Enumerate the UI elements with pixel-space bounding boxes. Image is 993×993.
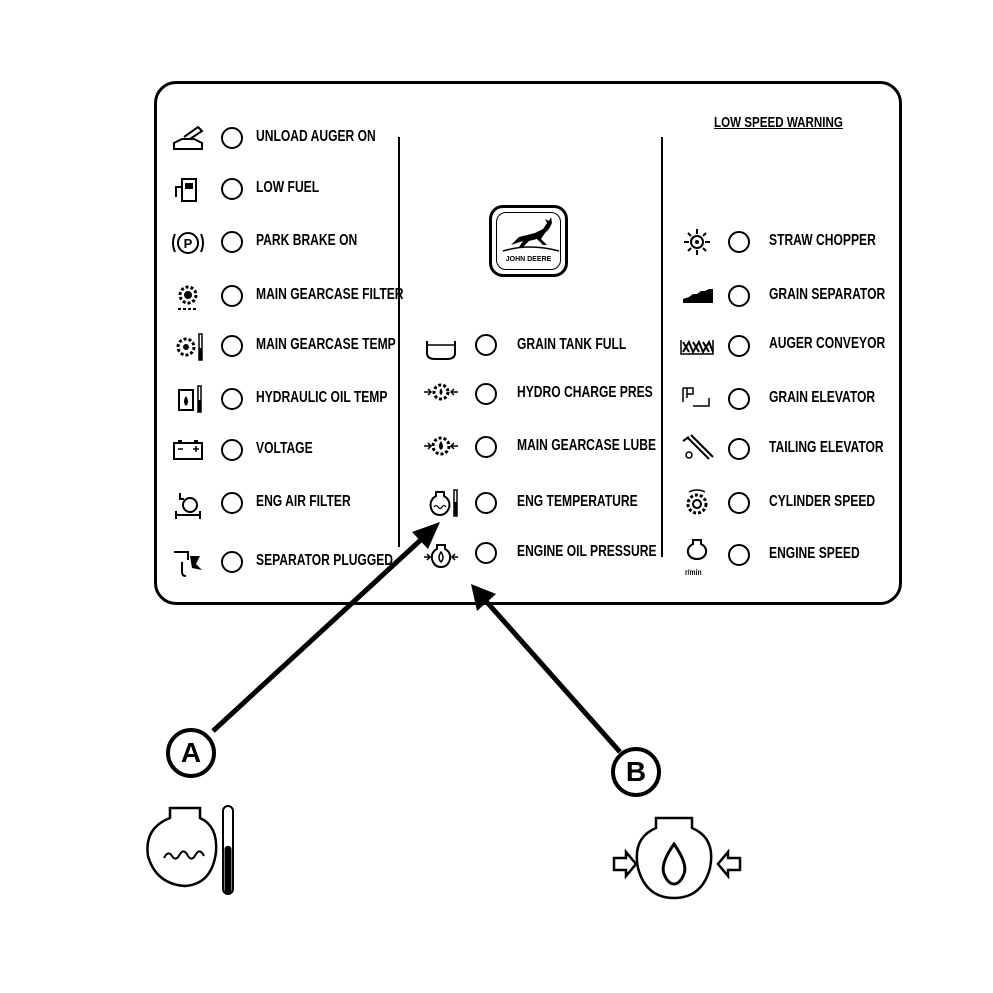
tailing-elevator-label: TAILING ELEVATOR <box>769 439 884 456</box>
air-filter-lamp <box>221 492 243 514</box>
engine-speed-icon <box>679 538 715 568</box>
tailing-elevator-lamp <box>728 438 750 460</box>
hydraulic-oil-temp-lamp <box>221 388 243 410</box>
callout-b: B <box>611 747 661 797</box>
engine-oil-pressure-lamp <box>475 542 497 564</box>
auger-conveyor-lamp <box>728 335 750 357</box>
voltage-label: VOLTAGE <box>256 440 313 457</box>
air-filter-label: ENG AIR FILTER <box>256 493 351 510</box>
cylinder-speed-label: CYLINDER SPEED <box>769 493 876 510</box>
hydro-charge-lamp <box>475 383 497 405</box>
hydro-charge-label: HYDRO CHARGE PRES <box>517 384 653 401</box>
auger-conveyor-icon <box>679 332 715 362</box>
unload-auger-label: UNLOAD AUGER ON <box>256 128 376 145</box>
tailing-elevator-icon <box>679 433 715 463</box>
engine-temperature-icon <box>423 488 459 518</box>
low-speed-warning-header: LOW SPEED WARNING <box>714 115 843 131</box>
battery-icon <box>170 435 206 465</box>
deer-icon <box>502 217 560 252</box>
engine-oil-pressure-large-icon <box>612 816 742 900</box>
voltage-lamp <box>221 439 243 461</box>
low-fuel-lamp <box>221 178 243 200</box>
grain-tank-label: GRAIN TANK FULL <box>517 336 627 353</box>
park-brake-lamp <box>221 231 243 253</box>
grain-separator-label: GRAIN SEPARATOR <box>769 286 886 303</box>
grain-separator-icon <box>679 281 715 311</box>
air-filter-icon <box>170 489 206 519</box>
cylinder-speed-lamp <box>728 492 750 514</box>
callout-b-arrow <box>471 584 622 754</box>
engine-oil-pressure-label: ENGINE OIL PRESSURE <box>517 543 657 560</box>
grain-tank-lamp <box>475 334 497 356</box>
hydraulic-oil-temp-icon <box>170 384 206 414</box>
hydraulic-oil-temp-label: HYDRAULIC OIL TEMP <box>256 389 388 406</box>
cylinder-speed-icon <box>679 488 715 518</box>
grain-separator-lamp <box>728 285 750 307</box>
straw-chopper-icon <box>679 227 715 257</box>
callout-b-letter: B <box>625 756 647 787</box>
engine-speed-unit: r/min <box>685 568 702 577</box>
straw-chopper-label: STRAW CHOPPER <box>769 232 876 249</box>
grain-elevator-lamp <box>728 388 750 410</box>
grain-tank-icon <box>423 333 459 363</box>
gearcase-filter-label: MAIN GEARCASE FILTER <box>256 286 404 303</box>
unload-auger-icon <box>170 123 206 153</box>
engine-speed-label: ENGINE SPEED <box>769 545 860 562</box>
gearcase-temp-icon <box>170 332 206 362</box>
gearcase-lube-label: MAIN GEARCASE LUBE <box>517 437 657 454</box>
low-fuel-label: LOW FUEL <box>256 179 320 196</box>
grain-elevator-label: GRAIN ELEVATOR <box>769 389 876 406</box>
straw-chopper-lamp <box>728 231 750 253</box>
fuel-pump-icon <box>170 175 206 205</box>
john-deere-logo: JOHN DEERE <box>489 205 568 277</box>
separator-plugged-icon <box>170 548 206 578</box>
grain-elevator-icon <box>679 384 715 414</box>
logo-text: JOHN DEERE <box>505 256 552 263</box>
engine-temperature-label: ENG TEMPERATURE <box>517 493 638 510</box>
separator-plugged-lamp <box>221 551 243 573</box>
engine-temperature-large-icon <box>146 805 234 895</box>
separator-plugged-label: SEPARATOR PLUGGED <box>256 552 394 569</box>
auger-conveyor-label: AUGER CONVEYOR <box>769 335 886 352</box>
gearcase-lube-lamp <box>475 436 497 458</box>
callout-a: A <box>166 728 216 778</box>
unload-auger-lamp <box>221 127 243 149</box>
gearcase-filter-icon <box>170 282 206 312</box>
left-column-divider <box>398 137 400 547</box>
engine-oil-pressure-icon <box>423 541 459 571</box>
callout-a-letter: A <box>180 737 202 768</box>
svg-text:P: P <box>184 236 193 251</box>
gearcase-temp-label: MAIN GEARCASE TEMP <box>256 336 396 353</box>
park-brake-label: PARK BRAKE ON <box>256 232 358 249</box>
hydro-charge-icon <box>423 378 459 408</box>
right-column-divider <box>661 137 663 557</box>
gearcase-lube-icon <box>423 432 459 462</box>
park-brake-icon: P <box>170 228 206 258</box>
engine-speed-lamp <box>728 544 750 566</box>
gearcase-filter-lamp <box>221 285 243 307</box>
gearcase-temp-lamp <box>221 335 243 357</box>
engine-temperature-lamp <box>475 492 497 514</box>
